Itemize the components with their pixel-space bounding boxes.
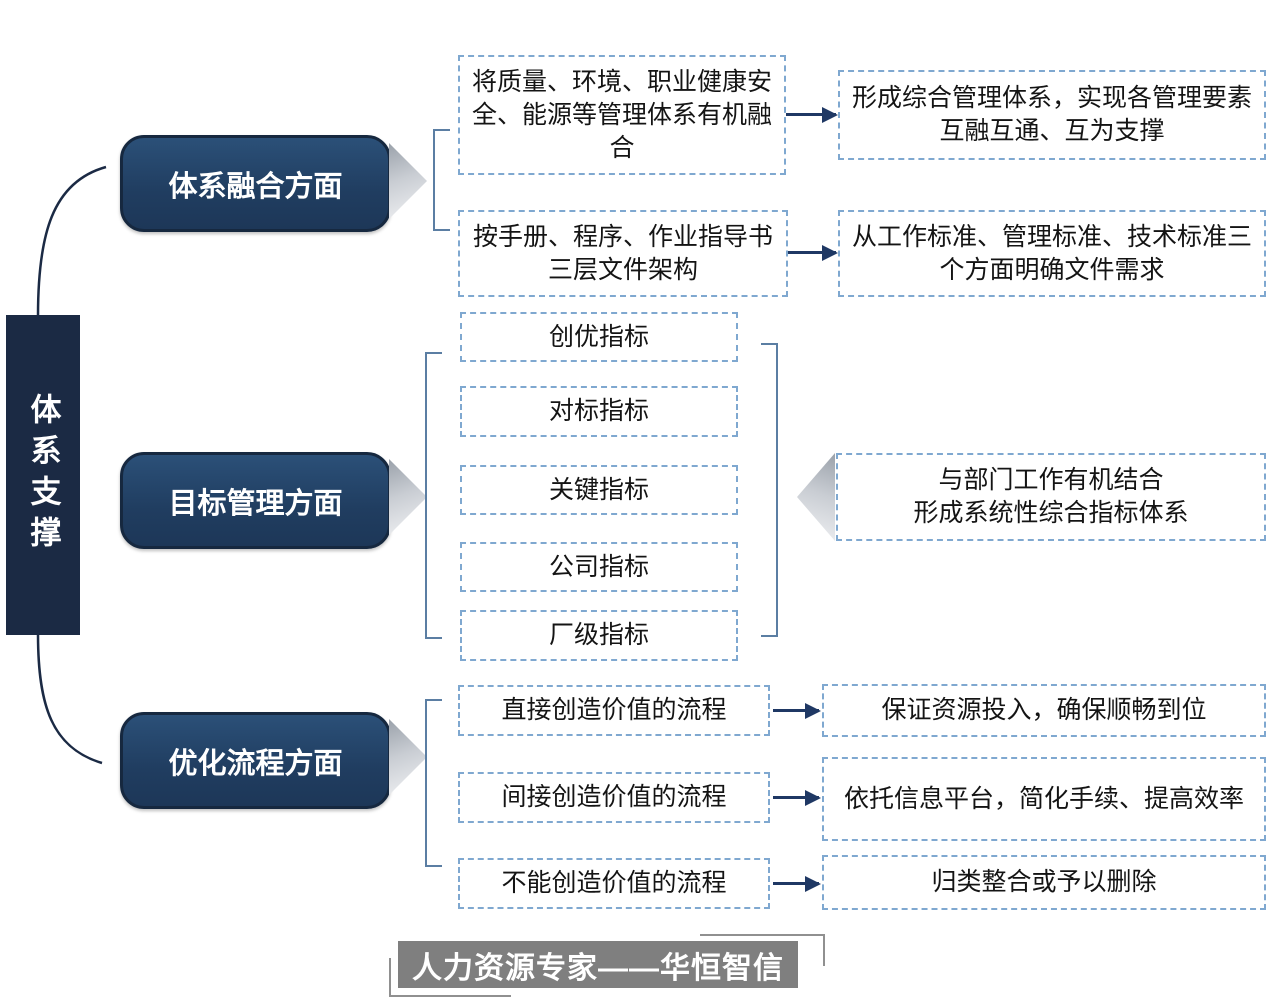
arrow-right-icon — [788, 245, 838, 261]
node-text: 对标指标 — [548, 397, 649, 425]
node-s3-left-3: 不能创造价值的流程 — [458, 858, 770, 909]
node-indicator-4: 公司指标 — [460, 542, 738, 592]
category-label: 目标管理方面 — [168, 487, 343, 520]
node-text-line1: 与部门工作有机结合 — [938, 466, 1164, 494]
banner-corner-decoration-bottom-left — [389, 958, 511, 997]
category-label: 优化流程方面 — [168, 747, 343, 780]
node-s3-right-3: 归类整合或予以删除 — [822, 855, 1266, 910]
arrow-right-icon — [786, 107, 838, 123]
bracket-section2-right — [761, 343, 778, 637]
banner-corner-decoration-top-right — [700, 934, 825, 966]
category-process-optimization: 优化流程方面 — [120, 712, 391, 809]
node-indicator-5: 厂级指标 — [460, 610, 738, 661]
node-indicator-3: 关键指标 — [460, 465, 738, 515]
node-text: 将质量、环境、职业健康安全、能源等管理体系有机融合 — [471, 67, 772, 162]
root-node: 体系支撑 — [6, 315, 80, 635]
node-s3-right-1: 保证资源投入，确保顺畅到位 — [822, 684, 1266, 737]
node-text: 关键指标 — [548, 475, 649, 504]
node-s1-right-1: 形成综合管理体系，实现各管理要素互融互通、互为支撑 — [838, 70, 1266, 160]
node-s3-right-2: 依托信息平台，简化手续、提高效率 — [822, 757, 1266, 841]
node-text: 从工作标准、管理标准、技术标准三个方面明确文件需求 — [851, 222, 1252, 284]
node-s3-left-1: 直接创造价值的流程 — [458, 685, 770, 736]
node-text: 依托信息平台，简化手续、提高效率 — [843, 784, 1244, 813]
category-goal-management: 目标管理方面 — [120, 452, 391, 549]
node-indicator-1: 创优指标 — [460, 312, 738, 362]
root-label: 体系支撑 — [25, 393, 61, 557]
arrow-right-icon — [773, 703, 821, 719]
brand-banner: 人力资源专家——华恒智信 — [398, 941, 798, 988]
node-text: 不能创造价值的流程 — [501, 869, 727, 897]
node-s3-left-2: 间接创造价值的流程 — [458, 772, 770, 823]
node-text: 厂级指标 — [548, 621, 649, 649]
node-text: 直接创造价值的流程 — [501, 696, 727, 724]
node-s1-left-1: 将质量、环境、职业健康安全、能源等管理体系有机融合 — [458, 55, 786, 175]
node-text: 创优指标 — [548, 322, 649, 351]
brand-text: 人力资源专家——华恒智信 — [412, 951, 784, 985]
node-text-line2: 形成系统性综合指标体系 — [913, 499, 1189, 527]
category-label: 体系融合方面 — [168, 170, 343, 203]
node-text: 按手册、程序、作业指导书三层文件架构 — [472, 222, 773, 284]
node-s2-summary: 与部门工作有机结合 形成系统性综合指标体系 — [836, 453, 1266, 541]
node-text: 公司指标 — [548, 552, 649, 581]
node-text: 形成综合管理体系，实现各管理要素互融互通、互为支撑 — [851, 84, 1252, 145]
node-s1-left-2: 按手册、程序、作业指导书三层文件架构 — [458, 210, 788, 297]
arrow-right-icon — [773, 876, 821, 892]
chevron-right-icon — [389, 143, 427, 219]
bracket-section3 — [425, 699, 442, 867]
node-text: 保证资源投入，确保顺畅到位 — [881, 696, 1207, 724]
chevron-right-icon — [389, 459, 427, 535]
node-text: 间接创造价值的流程 — [501, 783, 727, 811]
bracket-section1 — [433, 129, 450, 231]
arrow-right-icon — [773, 790, 821, 806]
chevron-right-icon — [389, 719, 427, 795]
node-s1-right-2: 从工作标准、管理标准、技术标准三个方面明确文件需求 — [838, 210, 1266, 297]
bracket-section2-left — [425, 352, 442, 639]
chevron-left-icon — [797, 453, 835, 541]
node-text: 归类整合或予以删除 — [931, 868, 1157, 896]
category-system-integration: 体系融合方面 — [120, 135, 391, 232]
node-indicator-2: 对标指标 — [460, 386, 738, 437]
